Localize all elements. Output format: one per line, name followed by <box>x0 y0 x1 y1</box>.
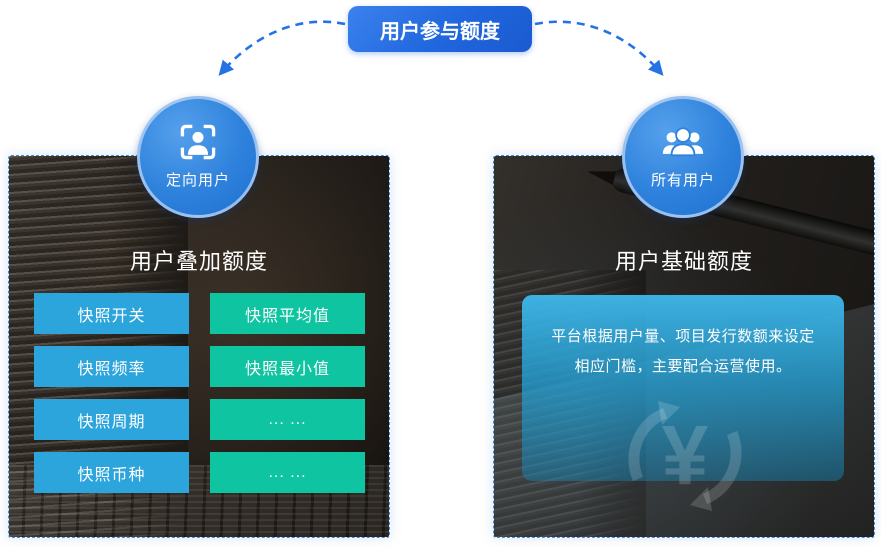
svg-text:¥: ¥ <box>662 408 709 502</box>
info-card-line-1: 平台根据用户量、项目发行数额来设定 <box>551 328 815 345</box>
tag-snapshot-average: 快照平均值 <box>210 293 365 334</box>
node-targeted-users: 定向用户 <box>137 96 259 218</box>
banner-user-participation-quota: 用户参与额度 <box>348 6 532 52</box>
yen-cycle-icon: ¥ <box>628 401 742 511</box>
panel-targeted-users: 用户叠加额度 快照开关 快照平均值 快照频率 快照最小值 快照周期 ... ..… <box>8 155 390 538</box>
right-circle-label: 所有用户 <box>650 172 715 189</box>
panel-all-users: 用户基础额度 平台根据用户量、项目发行数额来设定 相应门槛，主要配合运营使用。 … <box>493 155 875 538</box>
tag-ellipsis-1: ... ... <box>210 399 365 440</box>
tag-snapshot-frequency: 快照频率 <box>34 346 189 387</box>
tag-snapshot-switch: 快照开关 <box>34 293 189 334</box>
basic-quota-info-card: 平台根据用户量、项目发行数额来设定 相应门槛，主要配合运营使用。 <box>522 295 844 481</box>
tag-ellipsis-2: ... ... <box>210 452 365 493</box>
arrow-to-right-circle <box>534 20 664 76</box>
tag-snapshot-cycle: 快照周期 <box>34 399 189 440</box>
left-panel-title: 用户叠加额度 <box>129 249 268 274</box>
users-group-icon <box>662 127 704 157</box>
user-focus-scan-icon <box>180 124 216 160</box>
tag-snapshot-currency: 快照币种 <box>34 452 189 493</box>
node-all-users: 所有用户 <box>622 96 744 218</box>
info-card-line-2: 相应门槛，主要配合运营使用。 <box>574 358 792 375</box>
snapshot-button-grid: 快照开关 快照平均值 快照频率 快照最小值 快照周期 ... ... 快照币种 … <box>34 293 365 493</box>
arrow-to-left-circle <box>218 20 346 76</box>
left-circle-label: 定向用户 <box>165 172 230 189</box>
tag-snapshot-minimum: 快照最小值 <box>210 346 365 387</box>
connector-arrows <box>218 20 664 76</box>
right-panel-title: 用户基础额度 <box>614 249 753 274</box>
